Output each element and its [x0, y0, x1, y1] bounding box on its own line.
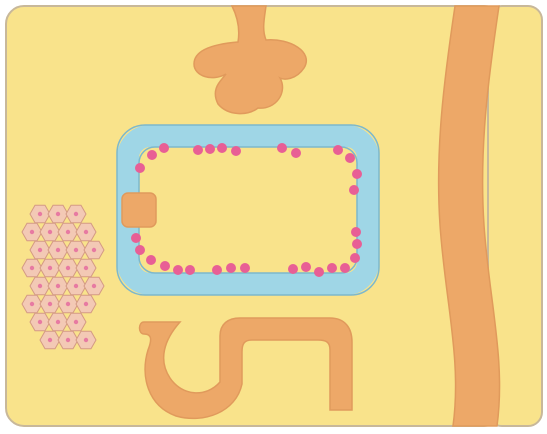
- hexagon-cell: [48, 205, 68, 222]
- hexagon-cell: [58, 259, 78, 276]
- hexagon-cell: [76, 295, 96, 312]
- ring-dot: [193, 145, 203, 155]
- ring-dot: [327, 263, 337, 273]
- hexagon-cell: [40, 223, 60, 240]
- hexagon-cell: [48, 277, 68, 294]
- hexagon-cell: [22, 259, 42, 276]
- ring-dot: [231, 146, 241, 156]
- ring-dot: [240, 263, 250, 273]
- ring-dot: [147, 150, 157, 160]
- ring-dot: [352, 239, 362, 249]
- hexagon-cell: [84, 241, 104, 258]
- ring-patch: [122, 193, 156, 227]
- hexagon-cell: [66, 277, 86, 294]
- hexagon-cell: [76, 259, 96, 276]
- ring-dot: [277, 143, 287, 153]
- ring-dot: [288, 264, 298, 274]
- hexagon-cell: [58, 295, 78, 312]
- ring-dot: [159, 143, 169, 153]
- ring-dot: [349, 185, 359, 195]
- ring-dot: [301, 262, 311, 272]
- hexagon-cell: [48, 241, 68, 258]
- ring-dot: [217, 143, 227, 153]
- ring-dot: [205, 144, 215, 154]
- hexagon-cell: [30, 205, 50, 222]
- ring-dot: [350, 253, 360, 263]
- hexagon-cell: [48, 313, 68, 330]
- hexagon-cell: [30, 313, 50, 330]
- hexagon-cell: [30, 241, 50, 258]
- hexagon-cell: [66, 241, 86, 258]
- ring-dot: [333, 145, 343, 155]
- hexagon-cell: [40, 331, 60, 348]
- hexagon-cell: [84, 277, 104, 294]
- hexagon-cell: [66, 313, 86, 330]
- hexagon-cell: [22, 295, 42, 312]
- ring-dot: [160, 261, 170, 271]
- ring-dot: [212, 265, 222, 275]
- hexagon-cell: [76, 223, 96, 240]
- hexagon-cell: [22, 223, 42, 240]
- ring-dot: [226, 263, 236, 273]
- hexagon-cell: [30, 277, 50, 294]
- ring-dot: [340, 263, 350, 273]
- ring-dot: [345, 153, 355, 163]
- ring-dot: [185, 265, 195, 275]
- ring-dot: [352, 169, 362, 179]
- ring-dot: [135, 245, 145, 255]
- hexagon-cell: [66, 205, 86, 222]
- hexagon-cell: [40, 259, 60, 276]
- ring-dot: [291, 148, 301, 158]
- ring-dot: [146, 255, 156, 265]
- ring-dot: [351, 227, 361, 237]
- hexagon-cell: [58, 223, 78, 240]
- hexagon-cell: [40, 295, 60, 312]
- ring-dot: [135, 163, 145, 173]
- hexagon-cell: [58, 331, 78, 348]
- ring-dot: [314, 267, 324, 277]
- ring-dot: [173, 265, 183, 275]
- hexagon-cell: [76, 331, 96, 348]
- ring-dot: [131, 233, 141, 243]
